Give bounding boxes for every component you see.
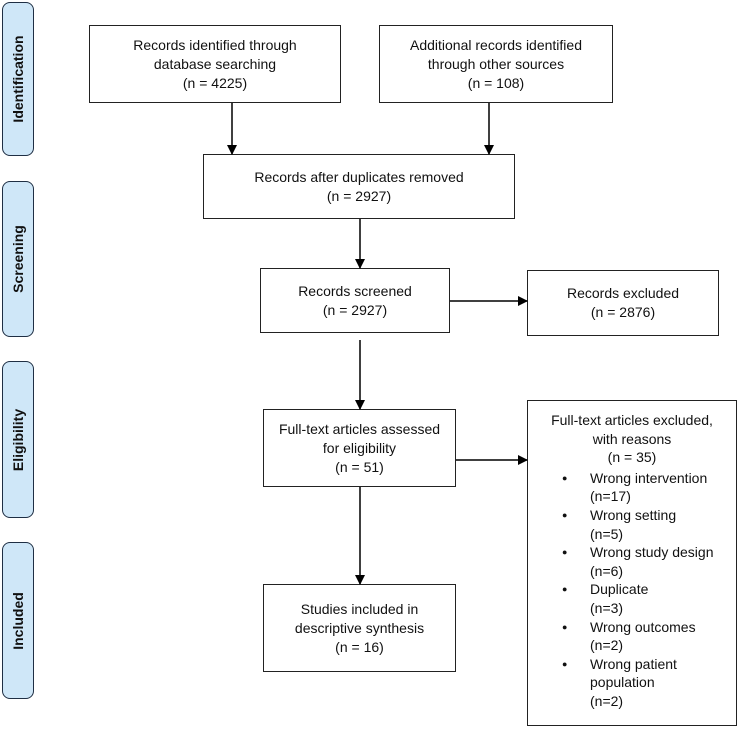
box-included-count: (n = 16) [335,638,384,655]
reason-count: (n=6) [590,562,624,579]
fulltext-excluded-line1: Full-text articles excluded, [551,412,713,428]
reason-label-continued: population [590,674,655,691]
reason-label: Wrong setting [590,506,677,523]
reason-item: Wrong study design (n=6) [528,543,736,580]
reason-label: Wrong intervention [590,469,708,486]
box-studies-included: Studies included in descriptive synthesi… [263,584,456,672]
box-fulltext-excluded: Full-text articles excluded, with reason… [527,400,737,726]
box-duplicates-line1: Records after duplicates removed [254,168,464,185]
fulltext-excluded-line2: with reasons [592,430,672,447]
box-other-sources: Additional records identified through ot… [379,25,613,103]
box-database-records: Records identified through database sear… [89,25,341,103]
reason-item: Duplicate (n=3) [528,580,736,617]
reason-count: (n=5) [590,525,624,542]
reason-count: (n=2) [590,637,624,654]
box-fulltext-line2: for eligibility [322,439,397,456]
phase-included: Included [2,542,34,699]
box-screened-line1: Records screened [298,282,412,299]
reason-label: Duplicate [590,581,649,598]
reason-item: Wrong patient population (n=2) [528,655,736,711]
box-fulltext-count: (n = 51) [335,458,384,475]
reason-count: (n=3) [590,599,624,616]
fulltext-excluded-header: Full-text articles excluded, with reason… [528,411,736,467]
box-other-count: (n = 108) [467,74,525,91]
reason-label: Wrong study design [590,544,714,561]
phase-screening: Screening [2,181,34,337]
box-fulltext-assessed: Full-text articles assessed for eligibil… [263,409,456,487]
reason-count: (n=17) [590,488,631,505]
box-duplicates-count: (n = 2927) [326,187,392,204]
box-after-duplicates: Records after duplicates removed (n = 29… [203,154,515,219]
box-excluded-count: (n = 2876) [590,304,656,320]
phase-identification: Identification [2,2,34,156]
reason-count: (n=2) [590,692,624,709]
fulltext-excluded-count: (n = 35) [607,449,657,466]
phase-eligibility: Eligibility [2,361,34,518]
reason-label: Wrong outcomes [590,618,696,635]
box-included-line1: Studies included in [300,600,419,617]
box-database-line1: Records identified through [133,36,297,53]
box-database-count: (n = 4225) [182,74,248,91]
reason-item: Wrong intervention (n=17) [528,469,736,506]
box-fulltext-line1: Full-text articles assessed [278,420,441,437]
box-excluded-line1: Records excluded [566,285,680,301]
box-other-line2: through other sources [427,55,565,72]
reason-item: Wrong setting (n=5) [528,506,736,543]
exclusion-reasons-list: Wrong intervention (n=17) Wrong setting … [528,469,736,711]
reason-item: Wrong outcomes (n=2) [528,618,736,655]
box-records-excluded: Records excluded (n = 2876) [527,270,719,336]
box-other-line1: Additional records identified [410,36,582,53]
box-screened-count: (n = 2927) [322,301,388,318]
box-database-line2: database searching [153,55,277,72]
reason-label: Wrong patient [590,655,677,672]
box-included-line2: descriptive synthesis [294,619,425,636]
